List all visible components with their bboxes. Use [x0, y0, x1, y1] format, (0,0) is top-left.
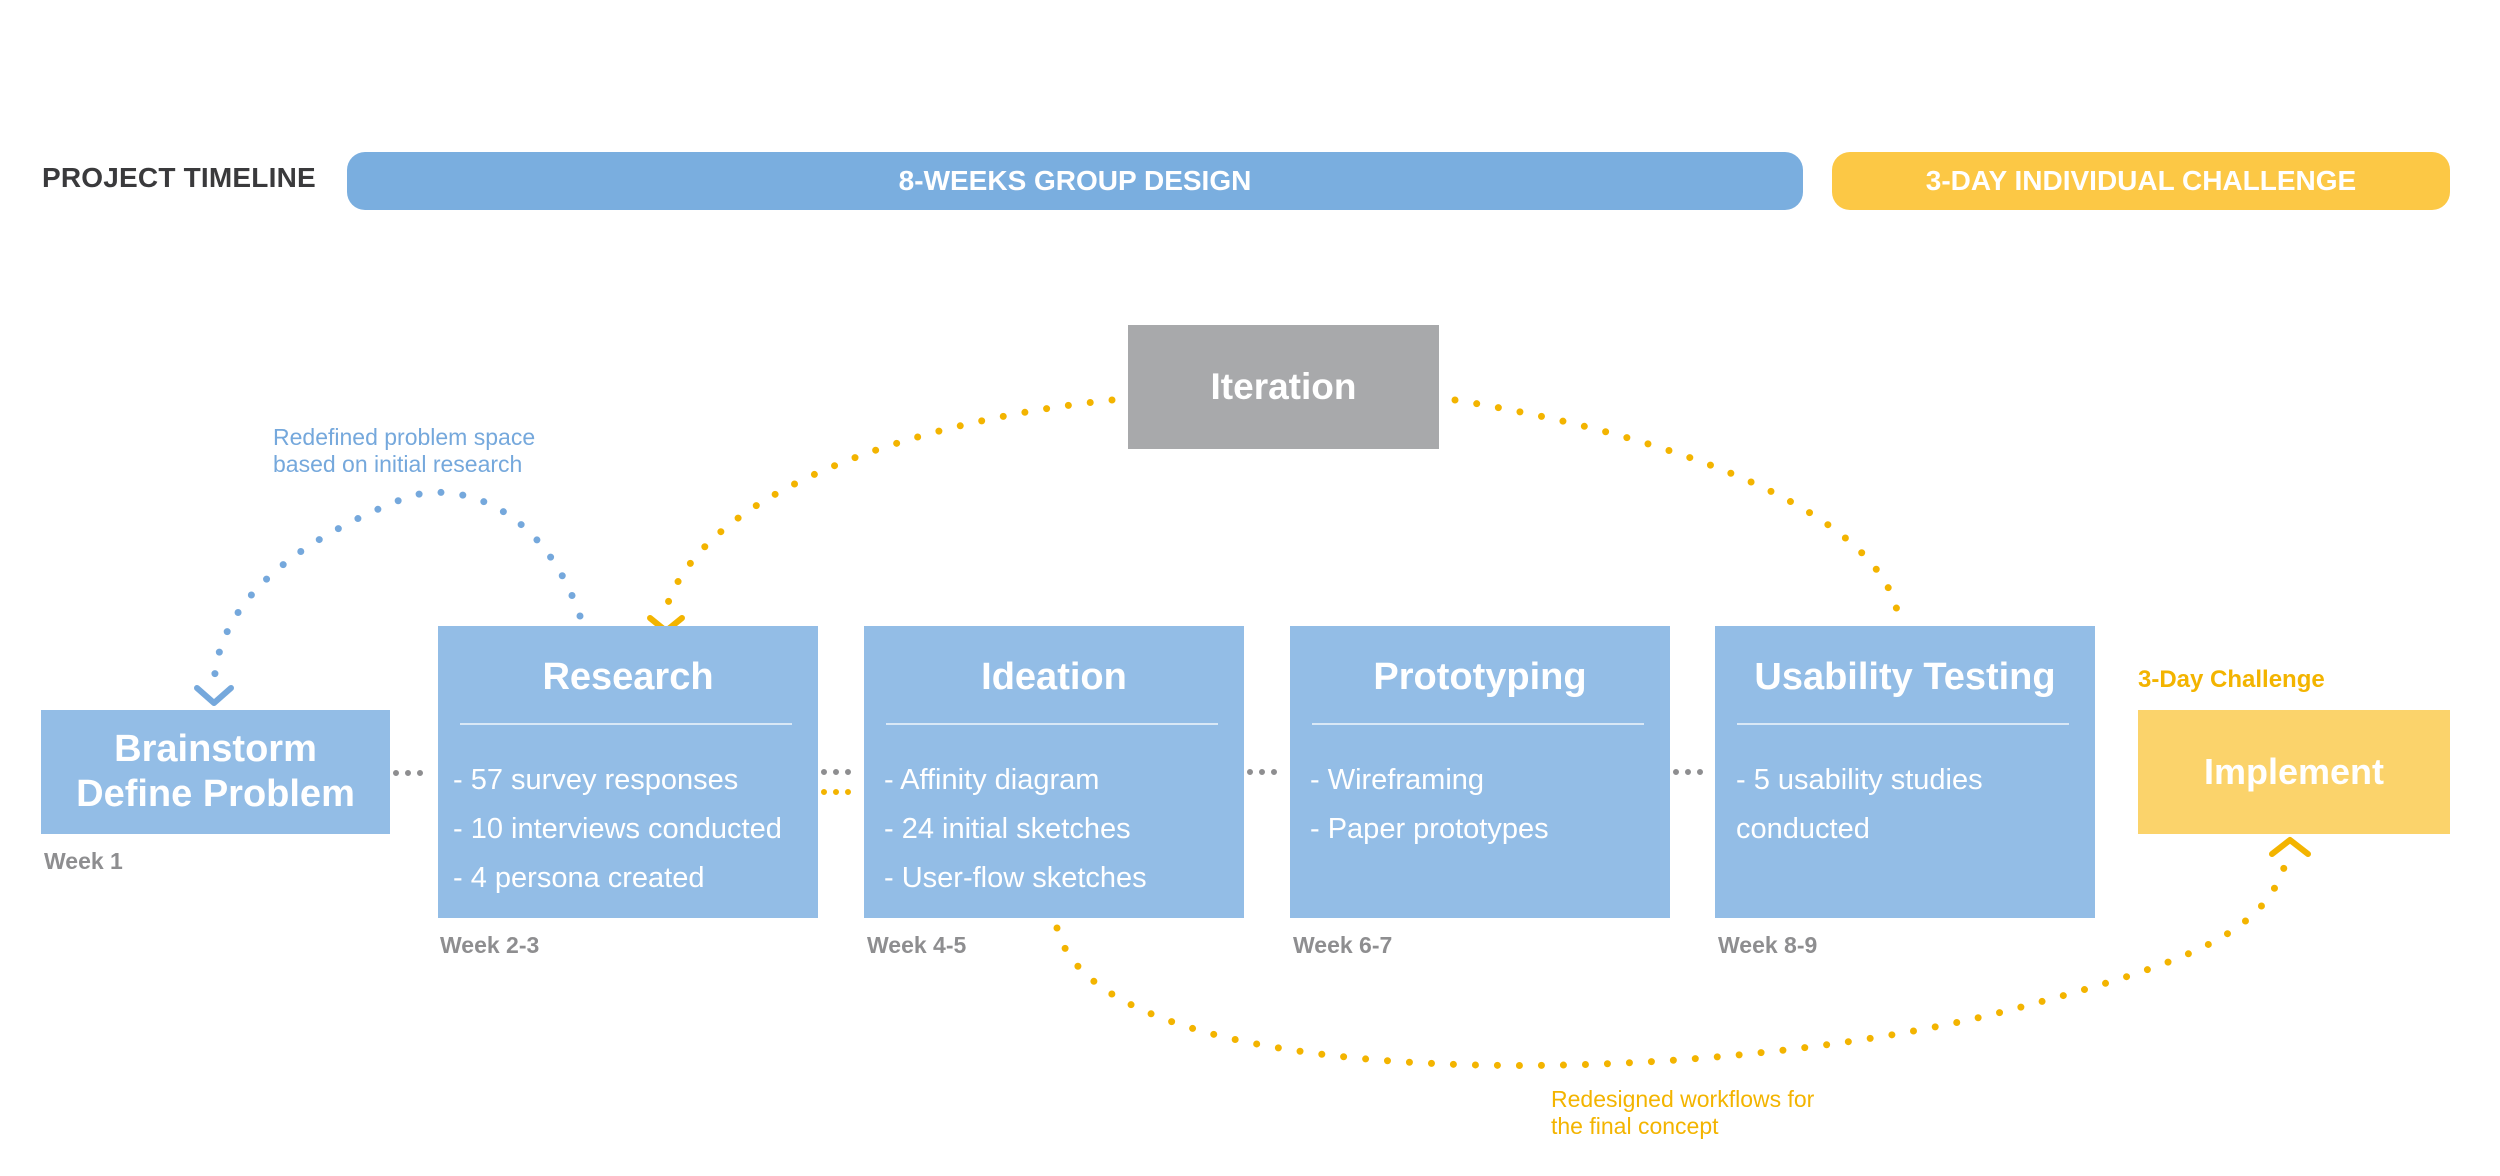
- redefined-note-line1: Redefined problem space: [273, 424, 536, 450]
- redesign-arrowhead: [2269, 837, 2311, 857]
- redefined-note: Redefined problem space based on initial…: [273, 424, 593, 478]
- stage-title: Research: [542, 656, 714, 698]
- stage-item: - User-flow sketches: [884, 862, 1147, 894]
- stage-items: - Affinity diagram - 24 initial sketches…: [884, 756, 1234, 903]
- iteration-label: Iteration: [1210, 366, 1357, 407]
- redesigned-note-line2: the final concept: [1551, 1113, 1719, 1139]
- week-label-research: Week 2-3: [440, 932, 540, 958]
- stage-item: - Affinity diagram: [884, 764, 1100, 796]
- stage-divider: [886, 723, 1218, 725]
- stage-item: - 5 usability studies: [1736, 764, 1983, 796]
- stage-item: - 4 persona created: [453, 862, 705, 894]
- stage-item: - Wireframing: [1310, 764, 1485, 796]
- individual-challenge-phase-label: 3-DAY INDIVIDUAL CHALLENGE: [1925, 165, 2357, 196]
- stage-title: Ideation: [981, 656, 1127, 698]
- group-design-phase-label: 8-WEEKS GROUP DESIGN: [898, 165, 1252, 196]
- brainstorm-box: Brainstorm Define Problem: [41, 710, 390, 834]
- stage-title: Usability Testing: [1754, 656, 2056, 698]
- stage-ideation: Ideation - Affinity diagram - 24 initial…: [864, 626, 1244, 918]
- brainstorm-title-line2: Define Problem: [76, 773, 355, 815]
- stage-usability-testing: Usability Testing - 5 usability studies …: [1715, 626, 2095, 918]
- stage-divider: [1737, 723, 2069, 725]
- three-day-challenge-label: 3-Day Challenge: [2138, 666, 2325, 693]
- project-timeline-title: PROJECT TIMELINE: [42, 162, 316, 193]
- stage-item: - 24 initial sketches: [884, 813, 1131, 845]
- redefine-loop-path: [210, 488, 584, 692]
- redesign-loop-path: [1053, 850, 2292, 1069]
- stage-prototyping: Prototyping - Wireframing - Paper protot…: [1290, 626, 1670, 918]
- week-label-brainstorm: Week 1: [44, 848, 123, 874]
- redesigned-note-line1: Redesigned workflows for: [1551, 1086, 1815, 1112]
- individual-challenge-phase-bar: 3-DAY INDIVIDUAL CHALLENGE: [1832, 152, 2450, 210]
- stage-research: Research - 57 survey responses - 10 inte…: [438, 626, 818, 918]
- iteration-loop-right: [1451, 396, 1902, 619]
- group-design-phase-bar: 8-WEEKS GROUP DESIGN: [347, 152, 1803, 210]
- implement-box: Implement: [2138, 710, 2450, 834]
- implement-label: Implement: [2203, 751, 2385, 792]
- stage-item: - 10 interviews conducted: [453, 813, 782, 845]
- week-label-usability-testing: Week 8-9: [1718, 932, 1818, 958]
- iteration-loop-left: [661, 396, 1116, 616]
- redesigned-note: Redesigned workflows for the final conce…: [1551, 1086, 1891, 1140]
- stage-items: - 57 survey responses - 10 interviews co…: [453, 756, 808, 903]
- brainstorm-title-line1: Brainstorm: [114, 728, 317, 770]
- stage-items: - Wireframing - Paper prototypes: [1310, 756, 1660, 854]
- iteration-box: Iteration: [1128, 325, 1439, 449]
- redefine-arrowhead: [194, 685, 234, 706]
- stage-item: - Paper prototypes: [1310, 813, 1549, 845]
- stage-divider: [1312, 723, 1644, 725]
- stage-items: - 5 usability studies conducted: [1736, 756, 2085, 854]
- redefined-note-line2: based on initial research: [273, 451, 523, 477]
- stage-divider: [460, 723, 792, 725]
- stage-item: - 57 survey responses: [453, 764, 739, 796]
- week-label-prototyping: Week 6-7: [1293, 932, 1393, 958]
- week-label-ideation: Week 4-5: [867, 932, 967, 958]
- stage-title: Prototyping: [1373, 656, 1587, 698]
- stage-item: conducted: [1736, 813, 1870, 845]
